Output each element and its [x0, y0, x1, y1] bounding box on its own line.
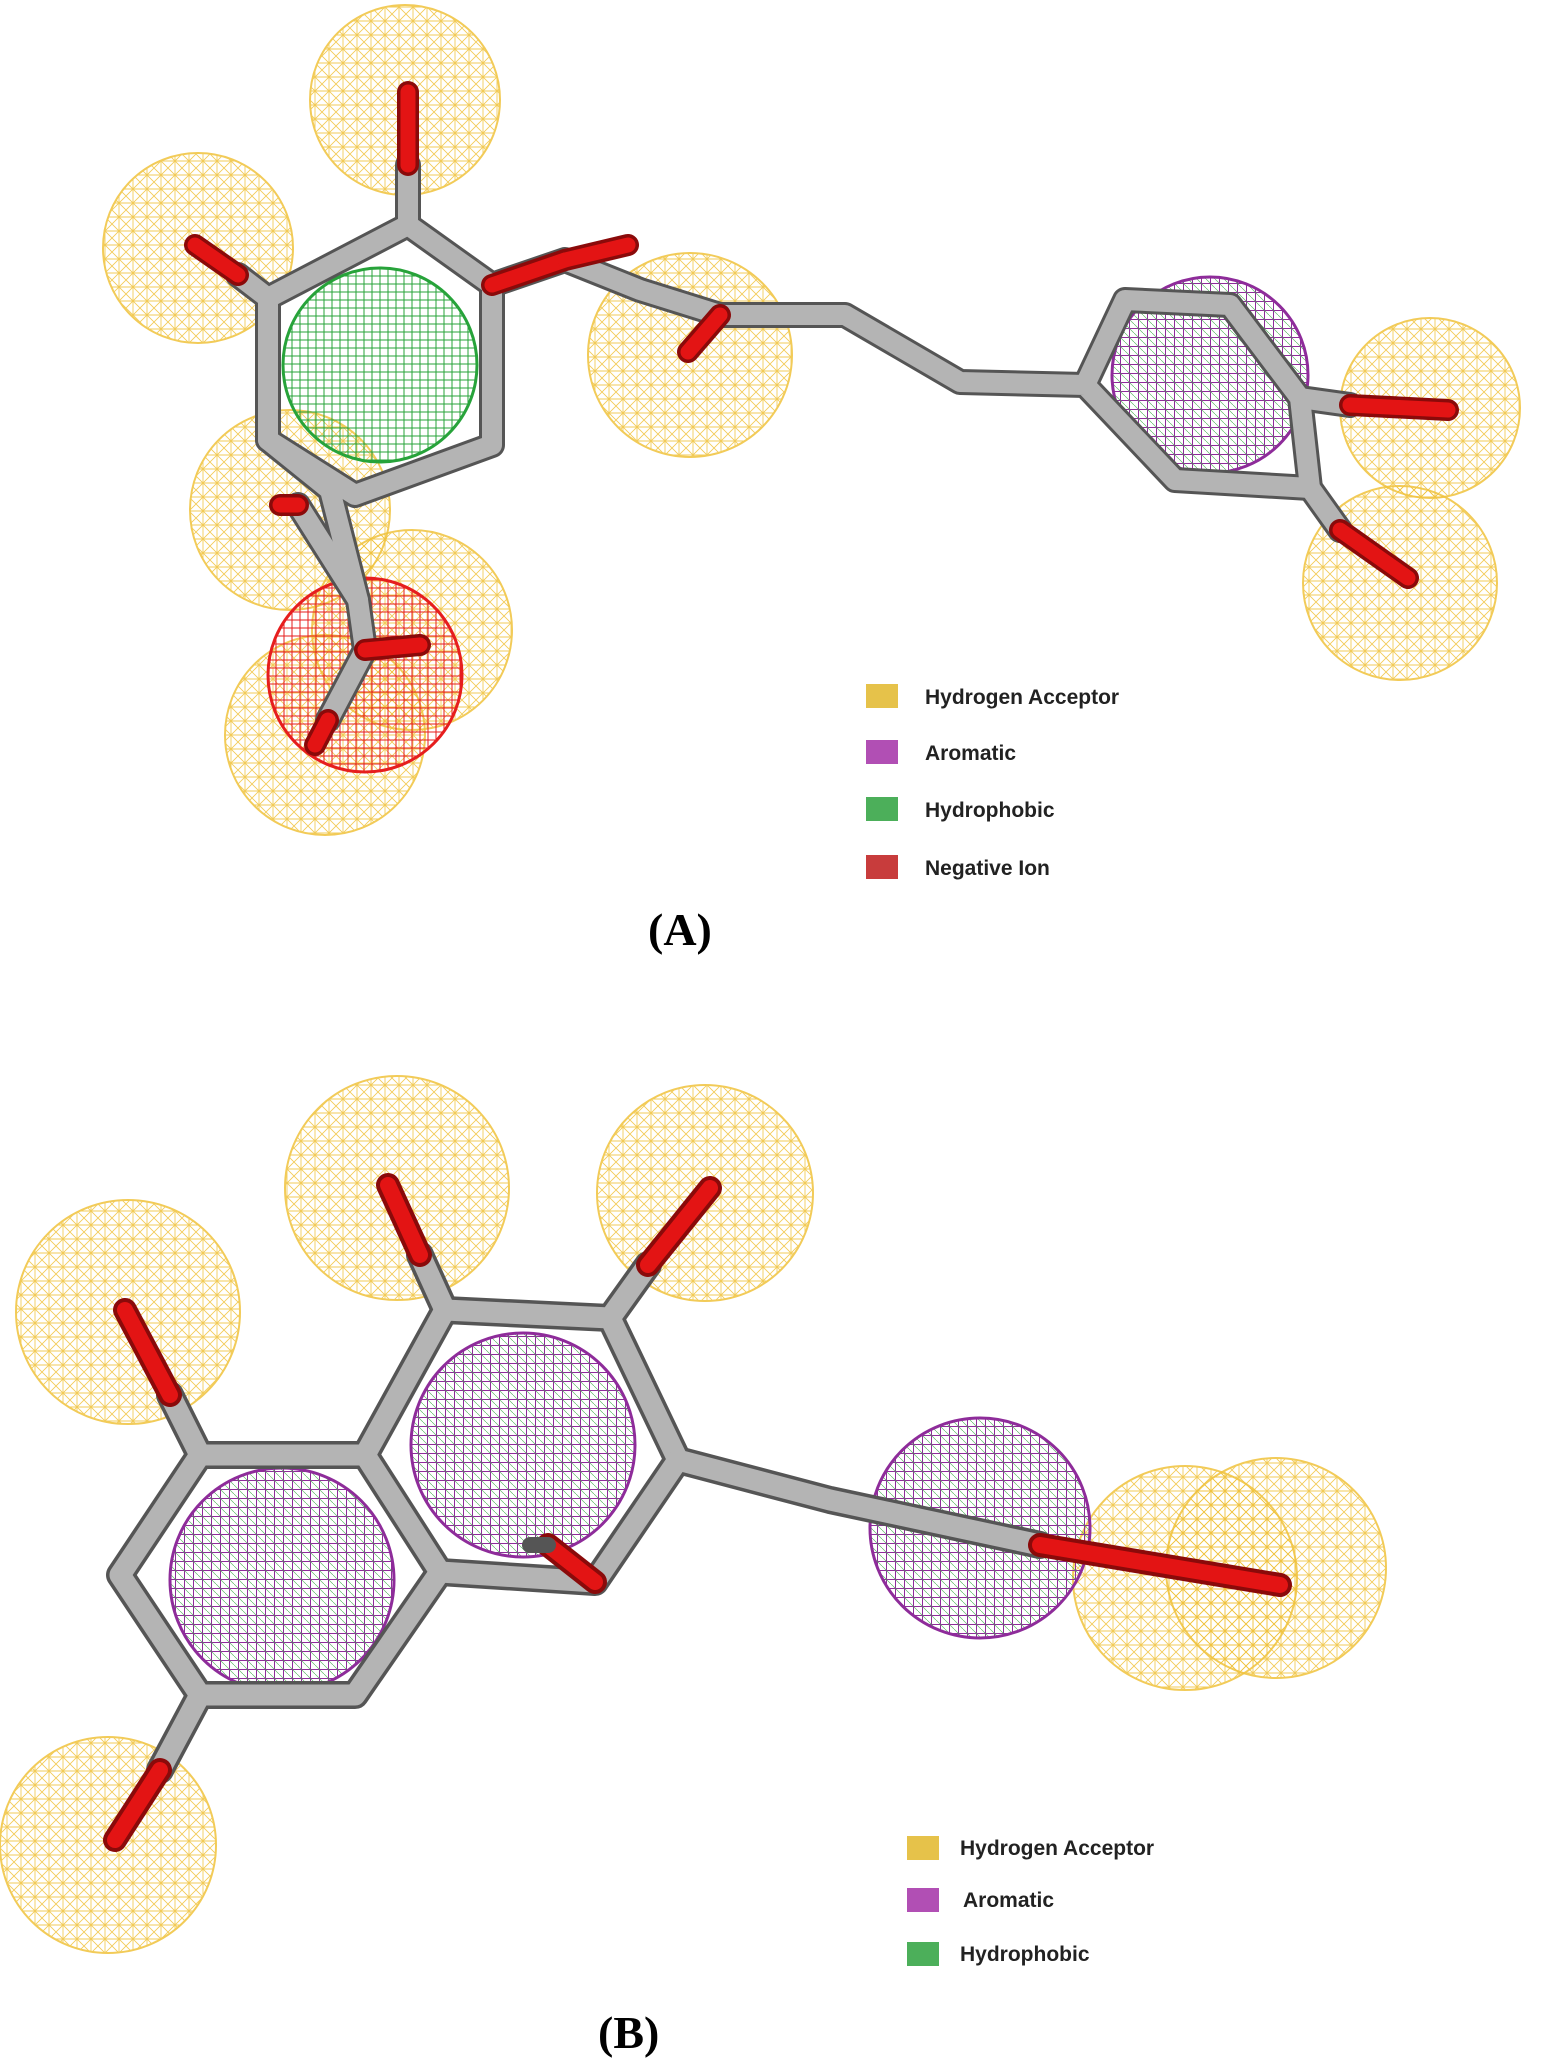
legend-swatch: [907, 1888, 939, 1912]
panel-a-molecule: [184, 81, 1459, 756]
panel-a-label: (A): [648, 904, 712, 955]
aromatic-sphere: [168, 1466, 396, 1694]
panel-a-legend: Hydrogen Acceptor Aromatic Hydrophobic N…: [866, 684, 1119, 880]
legend-label: Aromatic: [925, 742, 1016, 765]
legend-item-aromatic: Aromatic: [866, 740, 1016, 765]
panel-b-pharmacophore-model: Hydrogen Acceptor Aromatic Hydrophobic (…: [0, 1075, 1387, 2058]
legend-swatch: [866, 797, 898, 821]
legend-swatch: [866, 684, 898, 708]
legend-item-hydrogen-acceptor: Hydrogen Acceptor: [866, 684, 1119, 709]
panel-b-molecule: [103, 1173, 1292, 1852]
legend-swatch: [907, 1942, 939, 1966]
legend-item-negative-ion: Negative Ion: [866, 855, 1050, 880]
legend-label: Hydrogen Acceptor: [925, 686, 1119, 709]
legend-item-hydrogen-acceptor: Hydrogen Acceptor: [907, 1836, 1154, 1860]
legend-swatch: [907, 1836, 939, 1860]
panel-a-hydrophobic-sphere: [281, 266, 479, 464]
legend-label: Hydrogen Acceptor: [960, 1837, 1154, 1860]
panel-a-pharmacophore-model: Hydrogen Acceptor Aromatic Hydrophobic N…: [102, 4, 1521, 955]
legend-label: Negative Ion: [925, 857, 1050, 880]
aromatic-sphere: [409, 1331, 637, 1559]
legend-label: Hydrophobic: [960, 1943, 1090, 1966]
legend-swatch: [866, 740, 898, 764]
legend-swatch: [866, 855, 898, 879]
panel-b-legend: Hydrogen Acceptor Aromatic Hydrophobic: [907, 1836, 1154, 1966]
legend-item-aromatic: Aromatic: [907, 1888, 1054, 1912]
legend-item-hydrophobic: Hydrophobic: [866, 797, 1055, 822]
legend-label: Aromatic: [963, 1889, 1054, 1912]
legend-item-hydrophobic: Hydrophobic: [907, 1942, 1090, 1966]
panel-b-label: (B): [598, 2007, 659, 2058]
legend-label: Hydrophobic: [925, 799, 1055, 822]
